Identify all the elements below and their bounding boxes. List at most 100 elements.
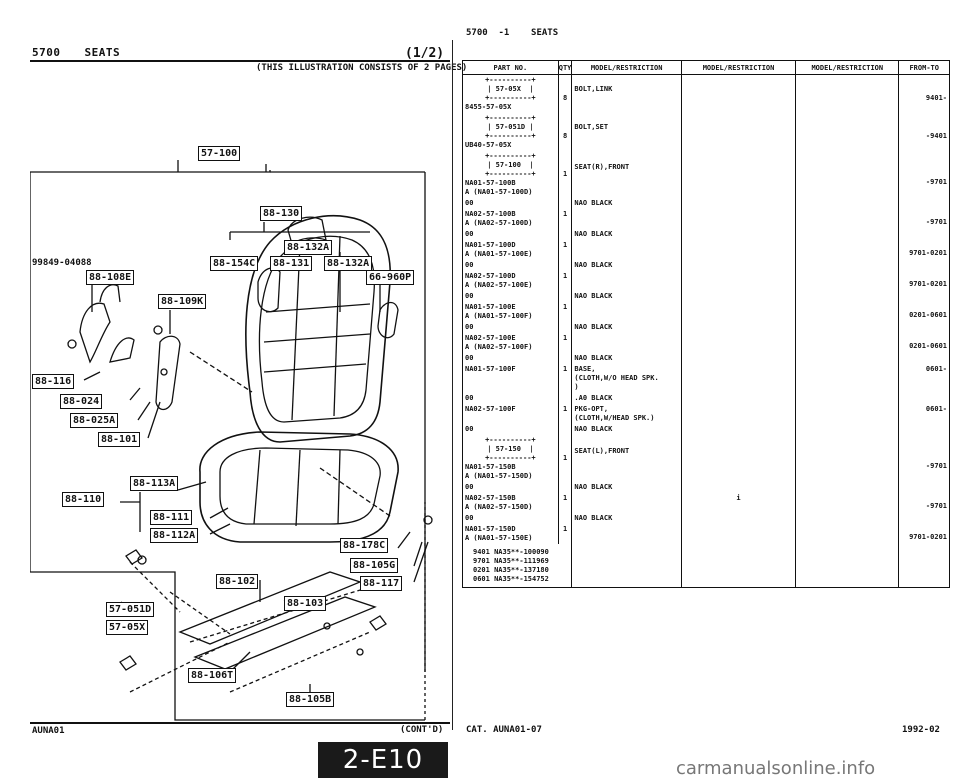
cell-qty: 8 xyxy=(557,113,573,151)
part-number: NA01-57-100B xyxy=(465,179,516,187)
illustration-note: (THIS ILLUSTRATION CONSISTS OF 2 PAGES) xyxy=(256,63,468,73)
cell-description: NAO BLACK xyxy=(571,260,682,271)
cell-part-no: NA02-57-100F xyxy=(462,404,559,424)
cell-model-restriction-2 xyxy=(680,393,797,404)
callout-88-106T: 88-106T xyxy=(188,668,237,683)
cell-from-to: -9701 xyxy=(898,151,950,198)
callout-88-103: 88-103 xyxy=(284,596,327,611)
cell-qty: 1 xyxy=(557,404,573,424)
cell-from-to xyxy=(898,482,950,493)
callout-88-117: 88-117 xyxy=(360,576,403,591)
callout-57-100: 57-100 xyxy=(198,146,241,161)
footer-date: 1992-02 xyxy=(902,725,940,735)
cell-model-restriction-3 xyxy=(795,113,900,151)
cell-part-no: +----------+ | 57-05X | +----------+8455… xyxy=(462,74,559,113)
cell-model-restriction-3 xyxy=(795,424,900,435)
cell-model-restriction-2 xyxy=(680,113,797,151)
table-row: +----------+ | 57-100 | +----------+NA01… xyxy=(462,151,950,198)
cell-description xyxy=(571,209,682,229)
callout-66-960P: 66-960P xyxy=(366,270,415,285)
cell-qty xyxy=(557,482,573,493)
cell-qty xyxy=(557,393,573,404)
footer-continued: (CONT'D) xyxy=(400,725,444,735)
callout-88-105B: 88-105B xyxy=(286,692,335,707)
table-row: 00 NAO BLACK xyxy=(462,229,950,240)
cell-model-restriction-2 xyxy=(680,302,797,322)
alternate-part-number: A (NA01-57-100F) xyxy=(465,312,533,320)
cell-from-to xyxy=(898,322,950,333)
cell-part-no: 00 xyxy=(462,513,559,524)
left-header-code: 5700 xyxy=(32,46,61,59)
cell-part-no: 00 xyxy=(462,198,559,209)
cell-description: BASE, (CLOTH,W/O HEAD SPK. ) xyxy=(571,364,682,393)
part-number: NA02-57-100B xyxy=(465,210,516,218)
cell-qty: 1 xyxy=(557,302,573,322)
cell-from-to: 9401- xyxy=(898,74,950,113)
cell-description: BOLT,LINK xyxy=(571,74,682,113)
cell-from-to xyxy=(898,353,950,364)
callout-88-024: 88-024 xyxy=(60,394,103,409)
callout-88-154C: 88-154C xyxy=(210,256,259,271)
part-number: NA01-57-100E xyxy=(465,303,516,311)
cell-from-to: -9701 xyxy=(898,493,950,513)
cell-model-restriction-3 xyxy=(795,151,900,198)
callout-88-116: 88-116 xyxy=(32,374,75,389)
cell-description xyxy=(571,333,682,353)
part-number: 00 xyxy=(465,425,474,433)
callout-88-132A: 88-132A xyxy=(324,256,373,271)
part-number: 00 xyxy=(465,261,474,269)
cell-model-restriction-3 xyxy=(795,302,900,322)
cell-model-restriction-3 xyxy=(795,393,900,404)
callout-88-113A: 88-113A xyxy=(130,476,179,491)
part-number: 00 xyxy=(465,394,474,402)
cell-part-no: 00 xyxy=(462,229,559,240)
callout-88-025A: 88-025A xyxy=(70,413,119,428)
cell-description xyxy=(571,524,682,544)
cell-model-restriction-3 xyxy=(795,322,900,333)
callout-88-130: 88-130 xyxy=(260,206,303,221)
group-box: +----------+ | 57-05X | +----------+ xyxy=(485,76,536,102)
part-number: NA02-57-100D xyxy=(465,272,516,280)
cell-description: NAO BLACK xyxy=(571,229,682,240)
cell-description: SEAT(L),FRONT xyxy=(571,435,682,482)
part-label-99849: 99849-04088 xyxy=(32,258,92,268)
col-model-restriction-1: MODEL/RESTRICTION xyxy=(571,60,682,75)
alternate-part-number: A (NA02-57-150D) xyxy=(465,503,533,511)
cell-model-restriction-2 xyxy=(680,482,797,493)
cell-qty: 1 xyxy=(557,524,573,544)
cell-model-restriction-3 xyxy=(795,229,900,240)
cell-model-restriction-3 xyxy=(795,240,900,260)
callout-88-110: 88-110 xyxy=(62,492,105,507)
right-header: 5700 -1 SEATS xyxy=(466,28,559,38)
cell-description: BOLT,SET xyxy=(571,113,682,151)
col-part-no: PART NO. xyxy=(462,60,559,75)
col-model-restriction-2: MODEL/RESTRICTION xyxy=(680,60,797,75)
callout-88-112A: 88-112A xyxy=(150,528,199,543)
cell-model-restriction-2 xyxy=(680,364,797,393)
part-number: 8455-57-05X xyxy=(465,103,512,111)
cell-model-restriction-3 xyxy=(795,291,900,302)
callout-88-102: 88-102 xyxy=(216,574,259,589)
cell-model-restriction-3 xyxy=(795,74,900,113)
table-row: +----------+ | 57-150 | +----------+NA01… xyxy=(462,435,950,482)
cell-model-restriction-2 xyxy=(680,524,797,544)
cell-qty xyxy=(557,229,573,240)
cell-description: SEAT(R),FRONT xyxy=(571,151,682,198)
cell-from-to: -9401 xyxy=(898,113,950,151)
cell-part-no: 00 xyxy=(462,353,559,364)
footer-catalog: CAT. AUNA01-07 xyxy=(466,725,542,735)
part-number: 00 xyxy=(465,354,474,362)
